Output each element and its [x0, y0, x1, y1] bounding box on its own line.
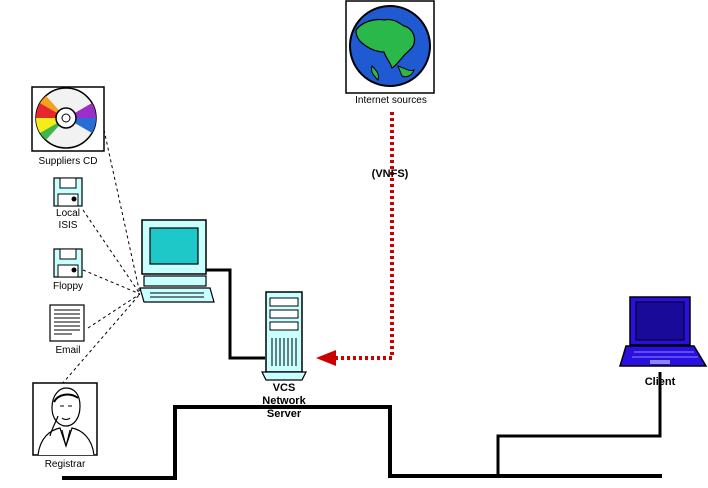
- internet-sources-label: Internet sources: [355, 95, 427, 106]
- workstation-server-link: [205, 268, 265, 360]
- registrar-label: Registrar: [44, 459, 86, 470]
- email-document-icon: [49, 304, 85, 342]
- vnfs-link: [316, 112, 394, 366]
- floppy-label: Floppy: [52, 281, 83, 292]
- network-backbone: [62, 405, 662, 480]
- server-label-line3: Server: [266, 408, 302, 420]
- globe-icon: [345, 0, 435, 94]
- laptop-client-icon: [618, 296, 708, 367]
- source-dashed-links: [61, 129, 141, 385]
- email-label: Email: [55, 345, 81, 356]
- local-isis-disk-icon: [53, 177, 83, 207]
- server-tower-icon: [261, 291, 307, 381]
- floppy-disk-icon: [53, 248, 83, 278]
- workstation-computer-icon: [139, 219, 215, 303]
- client-label: Client: [644, 376, 676, 388]
- cd-icon: [31, 86, 105, 152]
- server-label-line2: Network: [262, 395, 306, 407]
- suppliers-cd-label: Suppliers CD: [38, 156, 98, 167]
- client-drop-line: [496, 372, 662, 476]
- registrar-portrait-icon: [32, 382, 98, 456]
- server-label-line1: VCS: [272, 382, 296, 394]
- vnfs-label: (VNFS): [371, 168, 409, 180]
- local-label: Local: [56, 208, 80, 219]
- isis-label: ISIS: [58, 220, 78, 231]
